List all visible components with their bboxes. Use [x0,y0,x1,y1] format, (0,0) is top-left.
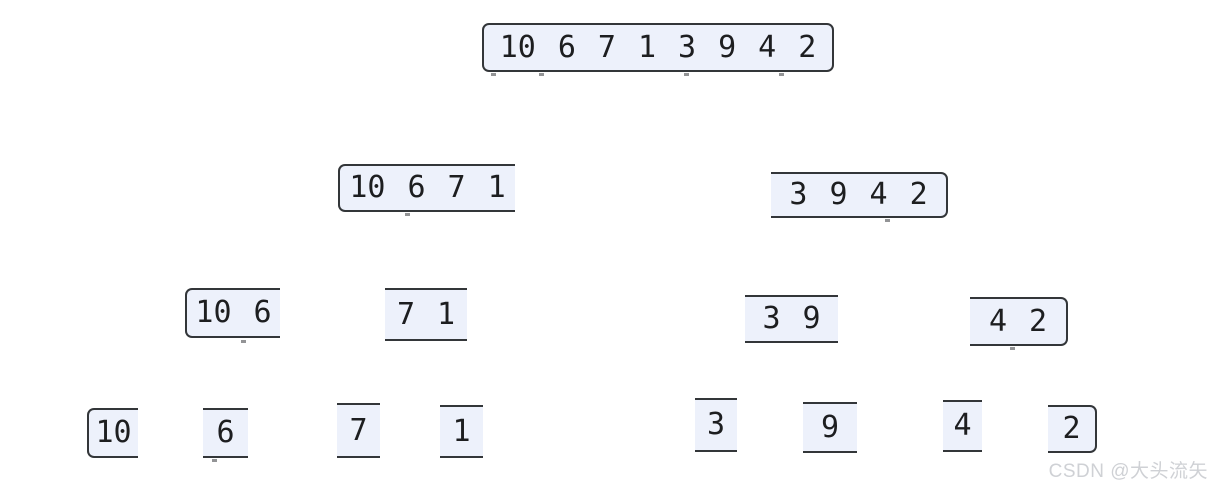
stray-mark [885,219,890,222]
array-box-single: 2 [1048,405,1097,453]
array-value: 10 [195,295,232,330]
array-value: 2 [909,177,928,212]
array-box-pair: 10 6 [185,288,280,338]
array-box-single: 10 [87,408,138,458]
stray-mark [539,73,544,76]
array-value: 7 [396,296,415,332]
array-box-single: 7 [337,403,380,458]
csdn-watermark: CSDN @大头流矢 [1048,461,1208,482]
array-value: 10 [349,170,386,205]
stray-mark [405,213,410,216]
stray-mark [491,73,496,76]
array-value: 4 [953,408,972,443]
array-value: 6 [407,170,426,205]
array-value: 9 [802,301,821,336]
array-value: 3 [789,177,808,212]
array-value: 1 [487,170,506,205]
array-box-pair: 4 2 [970,297,1068,346]
array-box-single: 3 [695,398,737,452]
stray-mark [1010,347,1015,350]
array-value: 6 [253,295,272,330]
array-value: 4 [758,29,777,65]
array-value: 7 [597,29,616,65]
array-value: 3 [678,29,697,65]
array-value: 10 [499,29,536,65]
array-box-single: 1 [440,405,483,458]
array-box-single: 4 [943,400,982,452]
stray-mark [212,459,217,462]
array-value: 9 [718,29,737,65]
array-value: 4 [988,303,1007,339]
stray-mark [241,340,246,343]
array-value: 7 [349,412,368,448]
array-value: 1 [637,29,657,65]
array-value: 2 [1062,411,1081,446]
array-value: 3 [762,301,781,336]
array-value: 4 [869,177,888,212]
array-value: 1 [452,413,471,449]
array-value: 9 [829,177,848,212]
array-value: 10 [95,415,132,450]
array-box-left-half: 10 6 7 1 [338,164,515,212]
array-box-single: 6 [203,408,248,458]
array-box-right-half: 3 9 4 2 [771,172,948,218]
array-box-single: 9 [803,402,857,453]
array-box-pair: 7 1 [385,288,467,341]
array-value: 2 [798,29,817,65]
array-value: 1 [437,296,456,332]
array-box-level1: 10 6 7 1 3 9 4 2 [482,23,834,72]
array-value: 3 [706,407,726,442]
array-value: 6 [557,29,576,65]
array-value: 9 [820,409,840,445]
stray-mark [779,73,784,76]
stray-mark [684,73,689,76]
array-box-pair: 3 9 [745,295,838,343]
array-value: 6 [216,415,235,450]
array-value: 2 [1029,303,1048,339]
array-value: 7 [447,170,466,205]
